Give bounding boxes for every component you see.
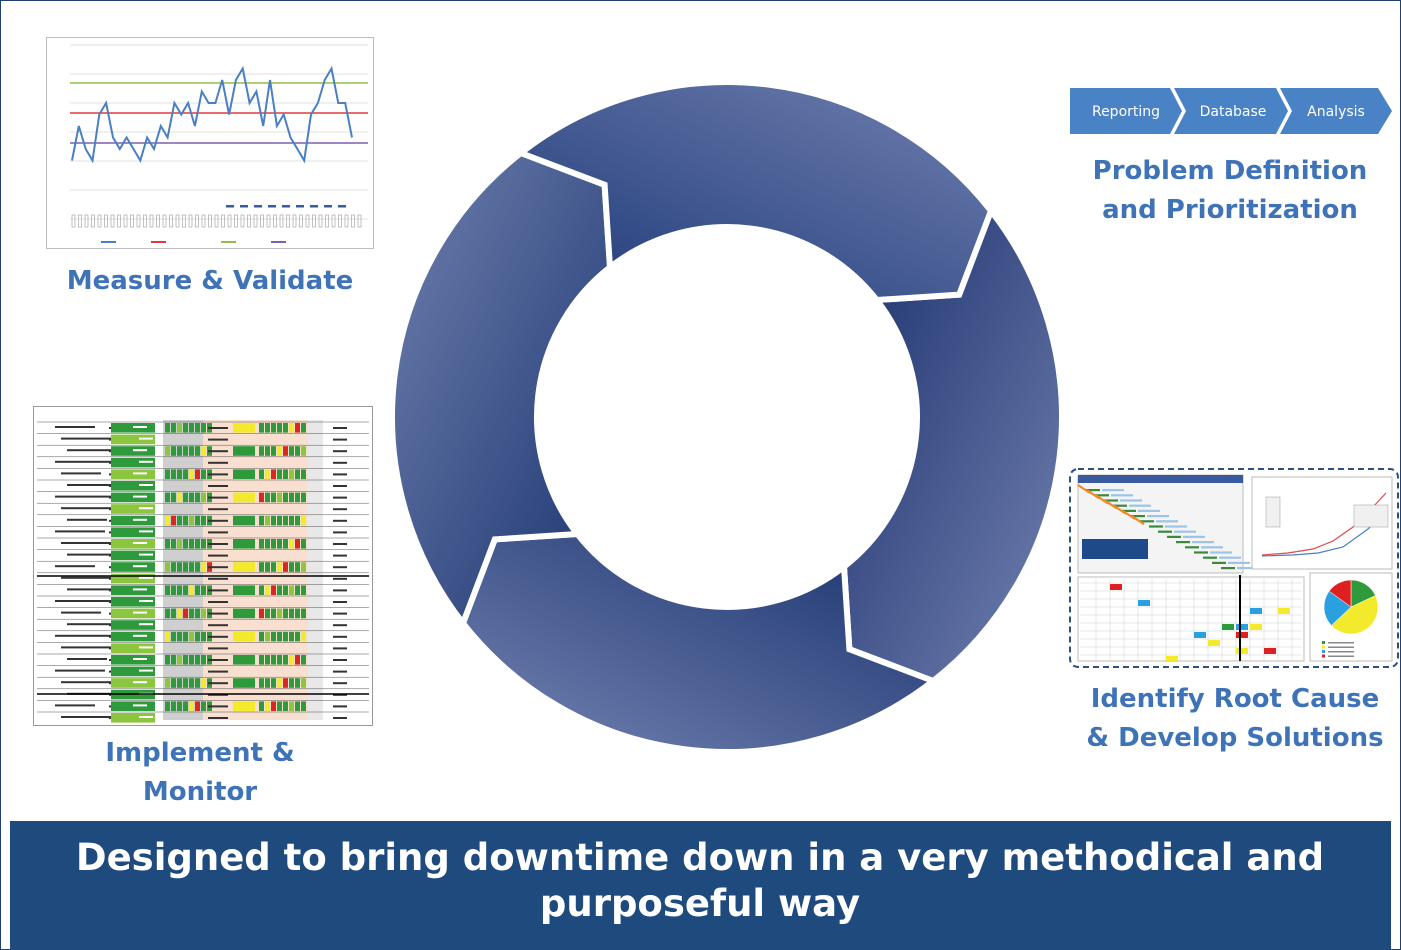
label-implement-line2: Monitor [142,777,258,807]
pie-chart-mini [1309,572,1393,662]
label-implement-monitor: Implement & Monitor [60,734,340,812]
ring-segment-top-left [514,80,995,304]
ring-segment-top-right [840,204,1065,685]
measure-chart-thumbnail [46,37,374,249]
chevron-label-database: Database [1200,104,1267,120]
cycle-diagram [389,80,1065,755]
banner-text: Designed to bring downtime down in a ver… [75,836,1325,925]
ring-segment-bottom-right [459,530,940,755]
gantt-callout [1082,539,1148,559]
label-measure-validate: Measure & Validate [66,266,354,296]
label-root-cause: Identify Root Cause & Develop Solutions [1075,680,1395,758]
table-band-grey-right [308,420,323,720]
bottom-banner: Designed to bring downtime down in a ver… [10,821,1391,950]
chevron-database [1174,88,1288,134]
label-problem-definition: Problem Definition and Prioritization [1080,152,1380,230]
label-problem-line1: Problem Definition [1092,156,1368,186]
table-rows [37,421,369,723]
chevron-analysis [1280,88,1392,134]
process-chevrons: Reporting Database Analysis [1070,88,1392,134]
chevron-reporting [1070,88,1182,134]
chevron-label-reporting: Reporting [1092,104,1160,120]
label-root-line1: Identify Root Cause [1090,684,1380,714]
mini-chart-axis-ticks [71,205,362,228]
chevron-label-analysis: Analysis [1307,104,1365,120]
label-root-line2: & Develop Solutions [1086,723,1384,753]
ring-segments [389,80,1065,755]
scurve-chart-mini [1251,476,1393,570]
label-implement-line1: Implement & [105,738,295,768]
ring-segment-bottom-left [389,149,614,630]
gantt-chart-mini [1077,474,1259,574]
heat-table-mini [1077,575,1305,662]
mini-chart-series [71,65,353,164]
root-cause-thumbnail [1069,468,1399,668]
label-problem-line2: and Prioritization [1102,195,1358,225]
implement-table-thumbnail [33,406,373,726]
